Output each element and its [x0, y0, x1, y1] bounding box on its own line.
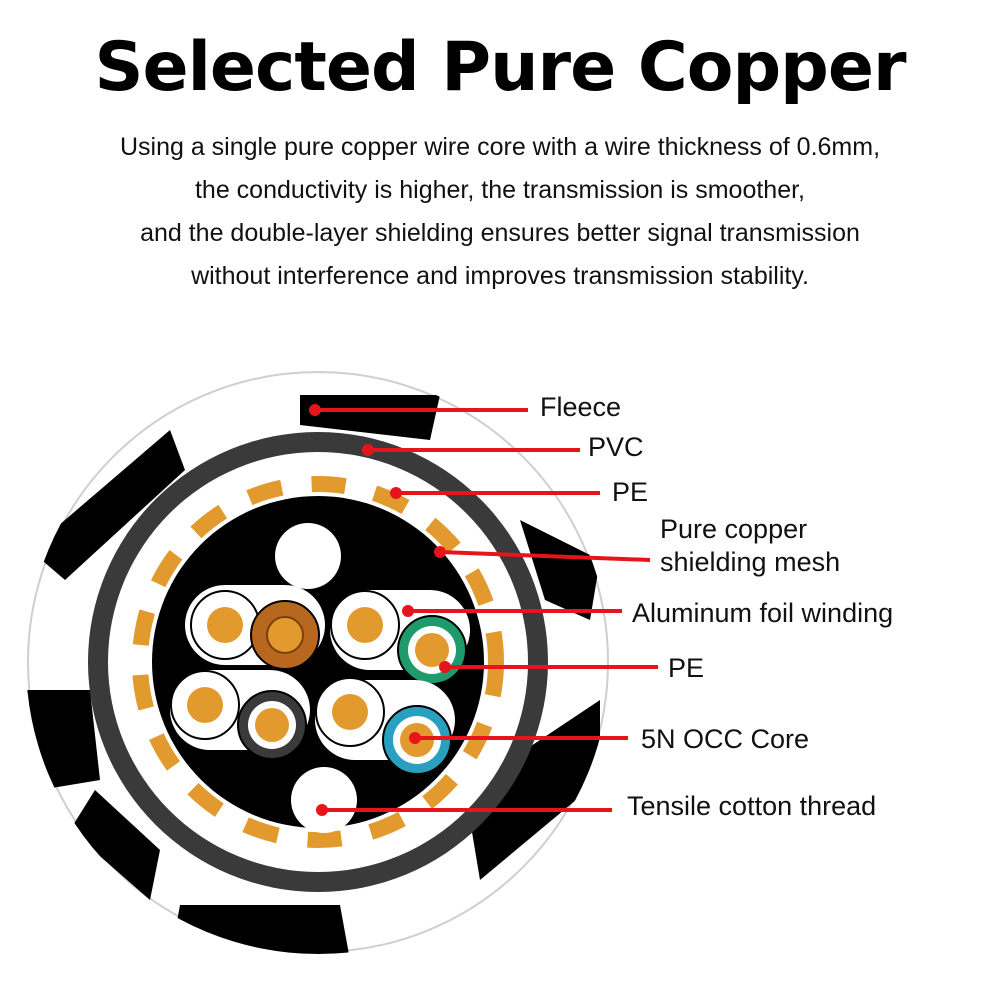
leader-shield	[434, 546, 651, 562]
description-line-3: and the double-layer shielding ensures b…	[140, 219, 860, 247]
label-pe-outer: PE	[612, 477, 648, 507]
copper-shielding-mesh	[132, 476, 504, 848]
description-line-4: without interference and improves transm…	[191, 262, 809, 290]
wire-pair-top-right	[330, 590, 470, 685]
wire-pair-top-left	[185, 585, 325, 670]
label-shield-line-1: Pure copper	[660, 514, 807, 544]
label-shield-line-2: shielding mesh	[660, 547, 840, 577]
leader-pe-outer	[390, 487, 600, 499]
leader-fleece	[309, 404, 528, 416]
cotton-thread-bottom	[291, 767, 357, 833]
cotton-thread-top	[275, 523, 341, 589]
description-line-1: Using a single pure copper wire core wit…	[119, 133, 881, 161]
label-core: 5N OCC Core	[641, 724, 809, 754]
wire-pair-bottom-left	[170, 670, 310, 760]
label-foil: Aluminum foil winding	[632, 598, 893, 628]
page-title: Selected Pure Copper	[94, 28, 906, 107]
leader-lines	[309, 404, 658, 816]
leader-thread	[316, 804, 612, 816]
leader-pe-inner	[439, 661, 658, 673]
leader-pvc	[362, 444, 580, 456]
leader-foil	[402, 605, 622, 617]
label-pvc: PVC	[588, 432, 644, 462]
description-line-2: the conductivity is higher, the transmis…	[194, 176, 805, 204]
label-pe-inner: PE	[668, 653, 704, 683]
leader-core	[409, 732, 628, 744]
label-fleece: Fleece	[540, 392, 621, 422]
label-thread: Tensile cotton thread	[627, 791, 876, 821]
